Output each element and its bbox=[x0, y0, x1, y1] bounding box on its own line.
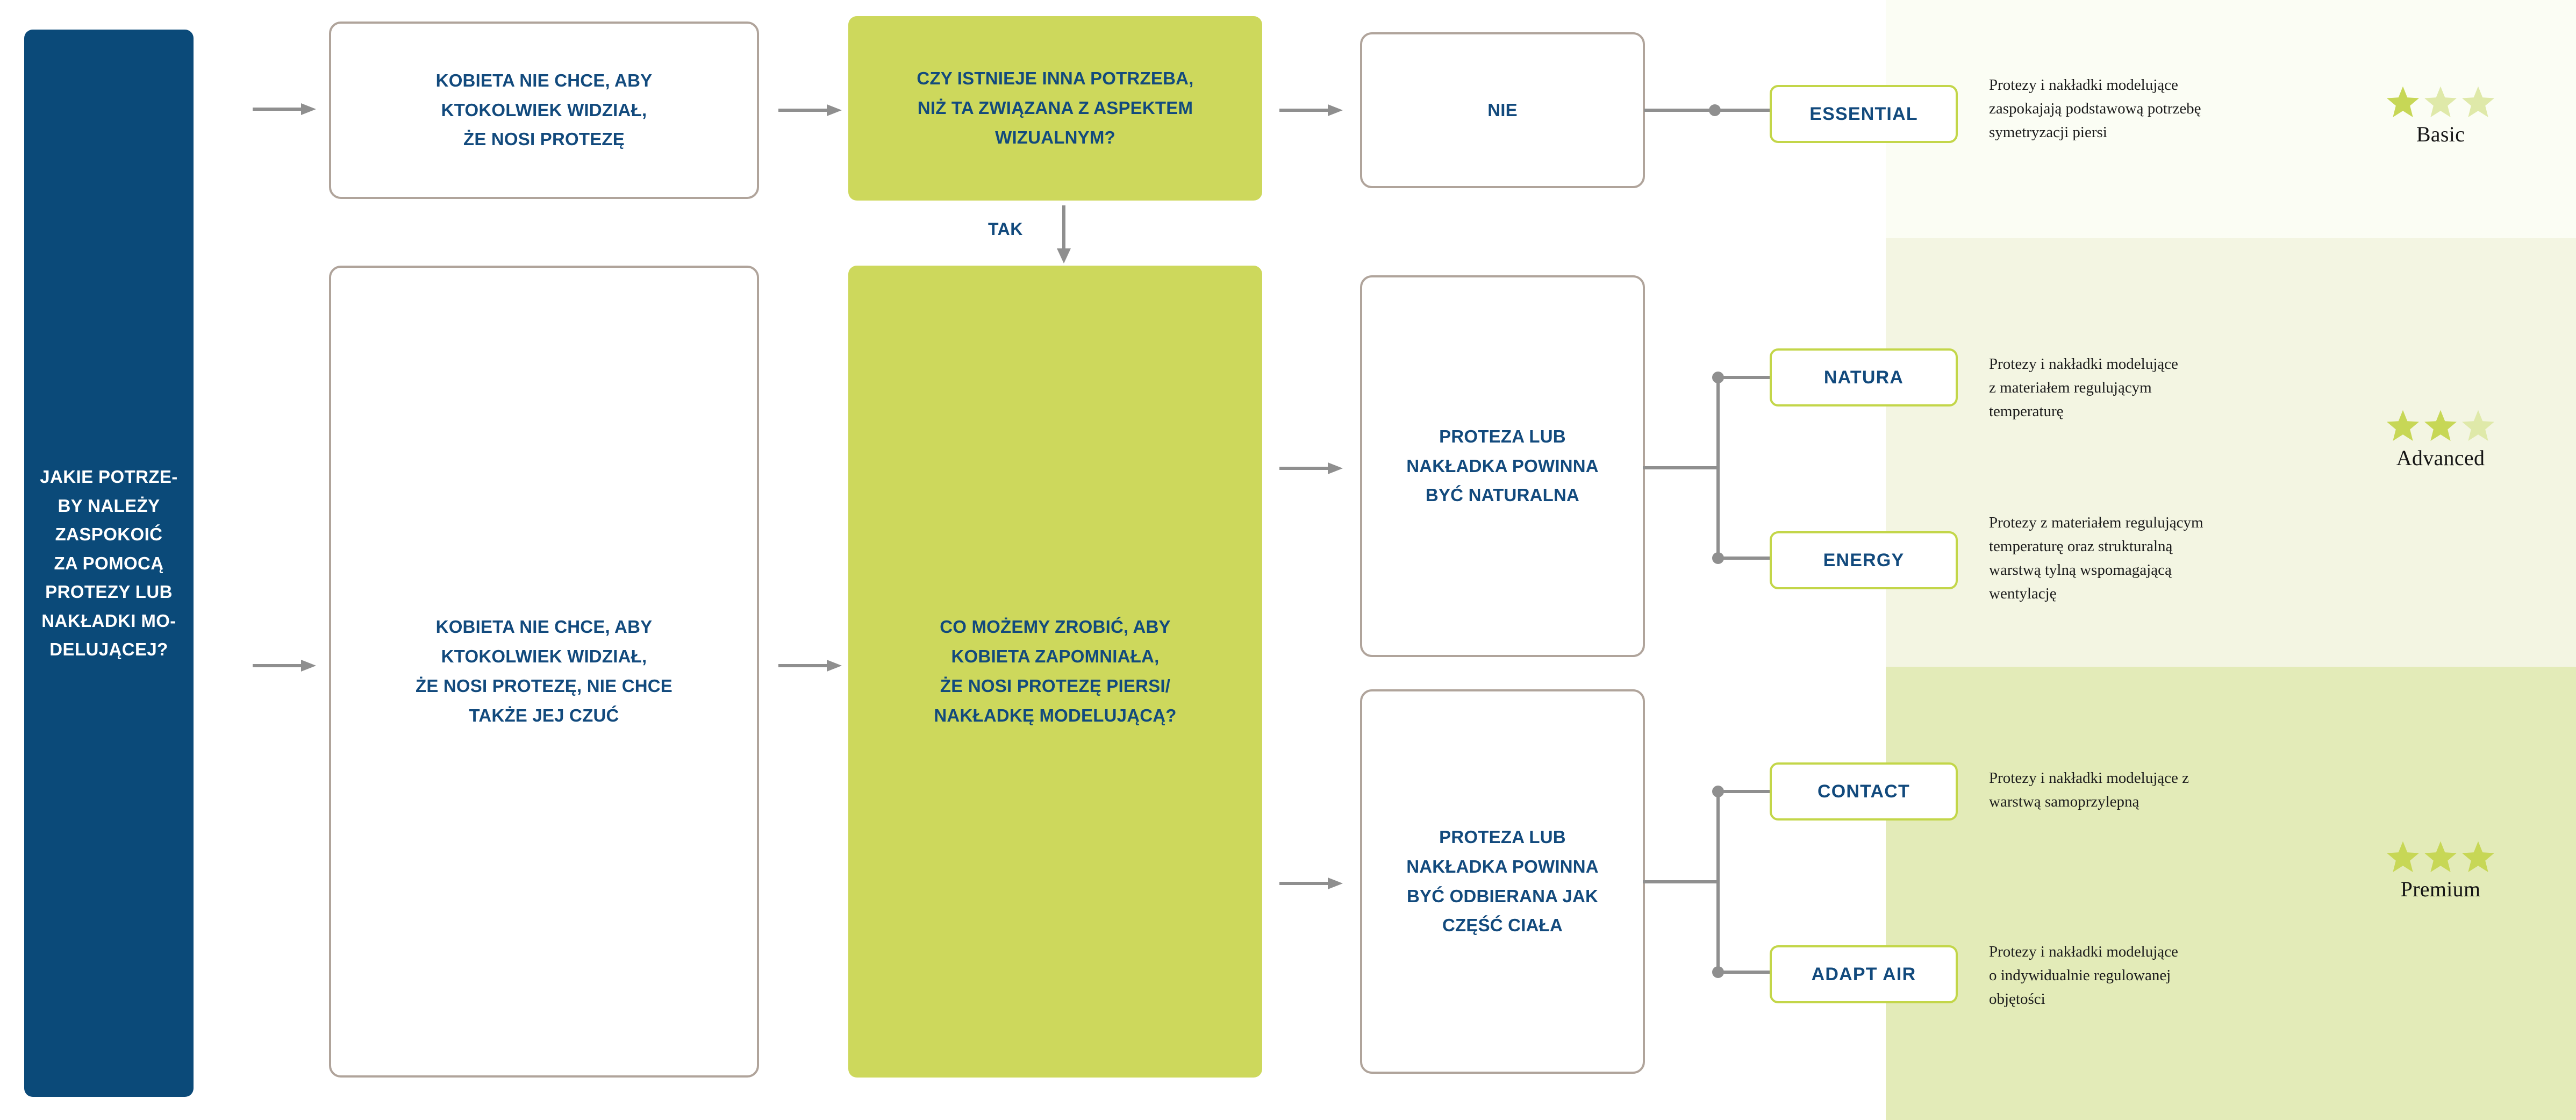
tier-label-premium: Premium bbox=[2400, 877, 2481, 901]
tier-rating-basic: Basic bbox=[2365, 85, 2516, 147]
product-badge-contact[interactable]: CONTACT bbox=[1770, 762, 1958, 821]
tier-rating-advanced: Advanced bbox=[2365, 409, 2516, 470]
star-filled-icon bbox=[2424, 410, 2457, 441]
star-dim-icon bbox=[2462, 86, 2494, 117]
arrow-row2-to-outcome-bottom bbox=[1279, 878, 1343, 889]
star-filled-icon bbox=[2424, 841, 2457, 872]
tier-label-advanced: Advanced bbox=[2396, 446, 2485, 470]
star-filled-icon bbox=[2387, 86, 2419, 117]
arrow-tak-down bbox=[1057, 205, 1071, 263]
star-dim-icon bbox=[2462, 410, 2494, 441]
star-filled-icon bbox=[2462, 841, 2494, 872]
arrow-row1-decision-to-answer bbox=[1279, 104, 1343, 116]
connector-nie-to-essential bbox=[1644, 104, 1773, 116]
star-filled-icon bbox=[2387, 841, 2419, 872]
star-filled-icon bbox=[2387, 410, 2419, 441]
product-badge-essential[interactable]: ESSENTIAL bbox=[1770, 85, 1958, 143]
star-rating-premium bbox=[2365, 840, 2516, 874]
star-rating-advanced bbox=[2365, 409, 2516, 443]
star-rating-basic bbox=[2365, 85, 2516, 119]
product-badge-adapt-air[interactable]: ADAPT AIR bbox=[1770, 945, 1958, 1003]
row1-answer-box: NIE bbox=[1360, 32, 1645, 188]
arrow-row2-to-outcome-top bbox=[1279, 462, 1343, 474]
tier-rating-premium: Premium bbox=[2365, 840, 2516, 902]
tier-band-basic bbox=[1886, 0, 2576, 238]
product-badge-energy[interactable]: ENERGY bbox=[1770, 531, 1958, 589]
connector-bodypart-branch bbox=[1643, 786, 1777, 978]
arrow-pillar-to-row2 bbox=[253, 660, 316, 672]
arrow-row2-statement-to-decision bbox=[778, 660, 842, 672]
row1-decision-box: CZY ISTNIEJE INNA POTRZEBA,NIŻ TA ZWIĄZA… bbox=[848, 16, 1262, 201]
tier-band-premium bbox=[1886, 667, 2576, 1120]
arrow-row1-statement-to-decision bbox=[778, 104, 842, 116]
connector-natural-branch bbox=[1643, 372, 1777, 564]
arrow-pillar-to-row1 bbox=[253, 103, 316, 115]
branch-label-tak: TAK bbox=[988, 219, 1023, 239]
tier-label-basic: Basic bbox=[2416, 122, 2465, 146]
star-dim-icon bbox=[2424, 86, 2457, 117]
product-badge-natura[interactable]: NATURA bbox=[1770, 348, 1958, 406]
tier-band-advanced bbox=[1886, 238, 2576, 667]
